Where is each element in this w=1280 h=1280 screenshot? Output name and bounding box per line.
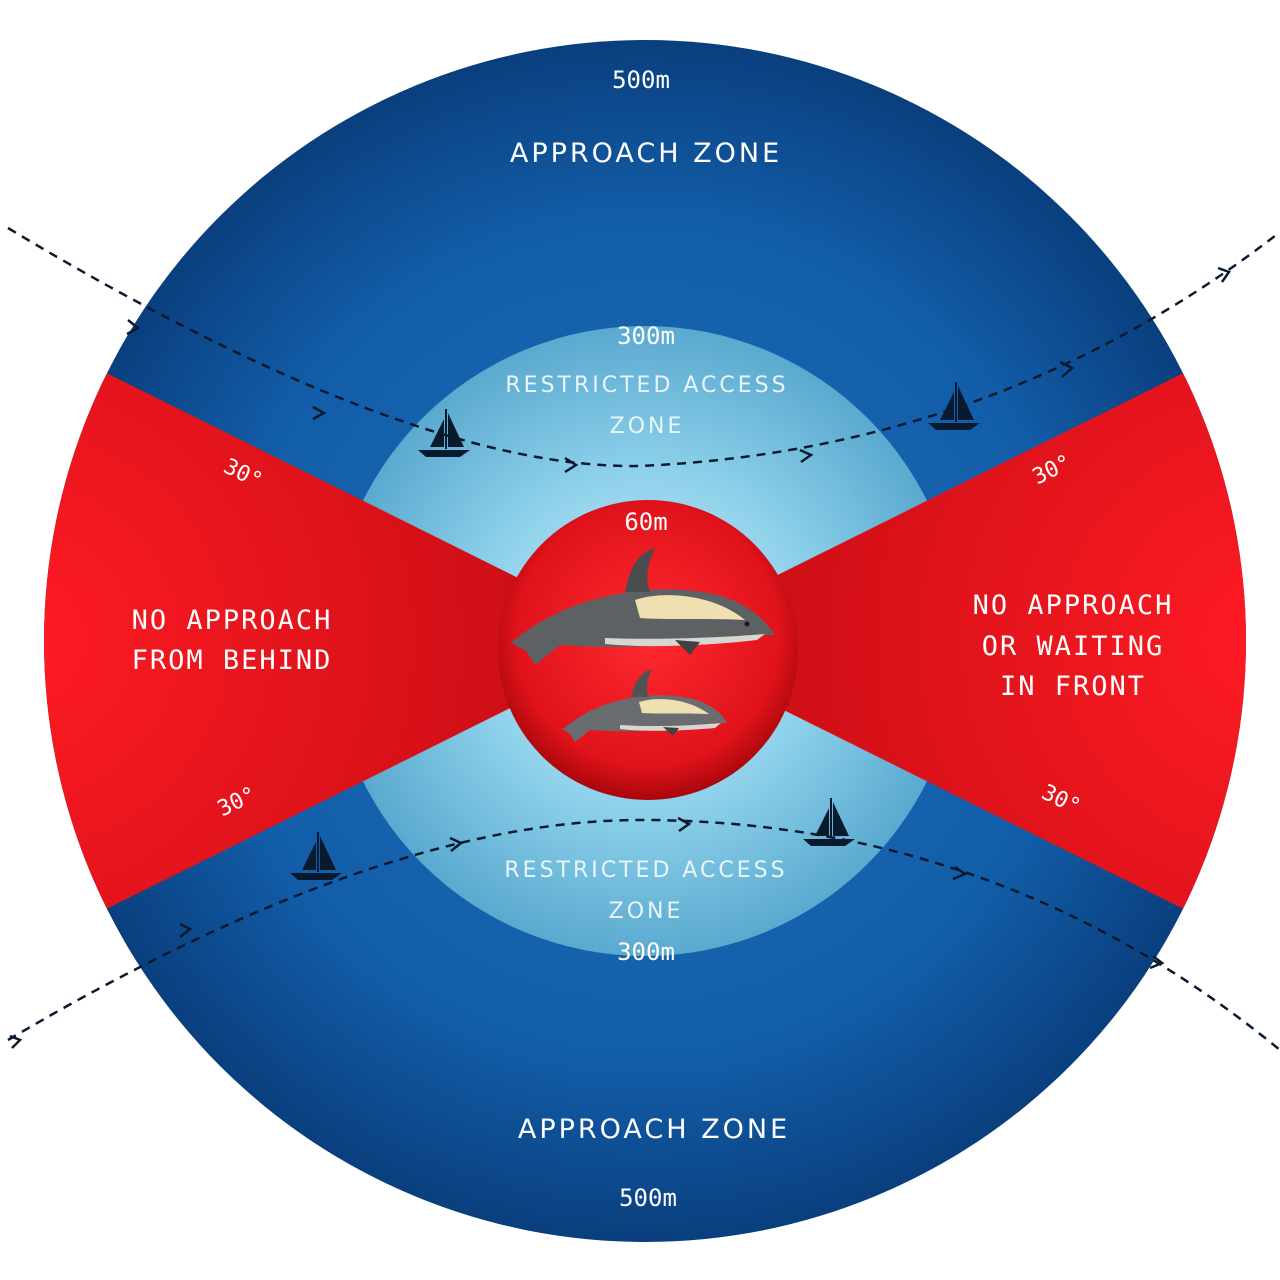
restricted-zone-bottom-label-line1: RESTRICTED ACCESS — [504, 858, 787, 883]
no-approach-behind-label-line2: FROM BEHIND — [132, 645, 333, 676]
vessel-path-bottom — [7, 816, 1280, 1051]
restricted-zone-bottom-label-line2: ZONE — [609, 899, 684, 924]
no-approach-behind-sector — [44, 330, 645, 952]
outer-radius-top-label: 500m — [612, 66, 670, 94]
dolphin-icon — [510, 548, 775, 665]
no-approach-front-label-line3: IN FRONT — [1000, 671, 1146, 702]
restricted-zone-top-label-line1: RESTRICTED ACCESS — [505, 373, 788, 398]
sailboat-icon — [290, 832, 342, 880]
approach-zone-bottom-label: APPROACH ZONE — [518, 1114, 790, 1145]
no-approach-front-sector — [645, 330, 1246, 952]
no-approach-front-label-line2: OR WAITING — [982, 631, 1165, 662]
restricted-zone-top-label-line2: ZONE — [610, 414, 685, 439]
no-approach-behind-label-line1: NO APPROACH — [132, 605, 333, 636]
sailboat-icon — [418, 409, 470, 457]
vessel-path-top — [7, 226, 1280, 474]
restricted-radius-top-label: 300m — [617, 322, 675, 350]
sailboat-icon — [803, 798, 855, 846]
sailboat-icon — [928, 382, 980, 430]
dolphin-icon — [561, 669, 727, 742]
inner-radius-label: 60m — [624, 508, 667, 536]
restricted-radius-bottom-label: 300m — [617, 938, 675, 966]
no-approach-front-label-line1: NO APPROACH — [973, 590, 1174, 621]
outer-radius-bottom-label: 500m — [619, 1184, 677, 1212]
approach-zone-top-label: APPROACH ZONE — [510, 138, 782, 169]
